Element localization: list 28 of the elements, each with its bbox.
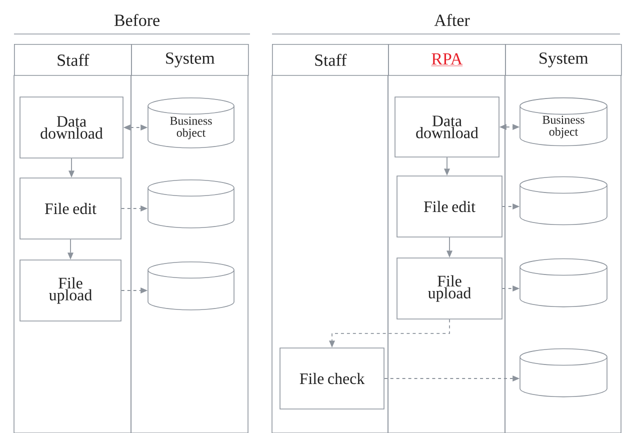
arrow (123, 124, 148, 130)
database-cylinder: Business object (148, 97, 234, 148)
process-box: File check (280, 348, 384, 410)
arrow (120, 288, 148, 294)
arrow (446, 236, 452, 258)
process-box: File edit (396, 176, 502, 238)
arrow (120, 206, 148, 212)
process-box: Data download (394, 96, 500, 158)
arrow (499, 124, 520, 130)
section-heading: Before (114, 14, 160, 26)
arrow (444, 156, 450, 176)
database-cylinder (520, 258, 608, 308)
arrow (502, 286, 520, 292)
database-cylinder (520, 176, 608, 226)
database-cylinder (148, 261, 234, 310)
section-heading: After (434, 14, 470, 26)
database-cylinder (520, 348, 608, 398)
arrow (384, 376, 520, 382)
database-cylinder: Business object (520, 97, 608, 146)
arrow (329, 318, 450, 348)
arrow (502, 204, 520, 210)
process-box: Data download (20, 96, 124, 158)
arrow (68, 158, 74, 178)
database-cylinder (148, 179, 234, 228)
process-box: File upload (396, 258, 502, 320)
process-box: File upload (20, 260, 122, 322)
process-box: File edit (20, 178, 122, 240)
arrow (68, 238, 74, 260)
